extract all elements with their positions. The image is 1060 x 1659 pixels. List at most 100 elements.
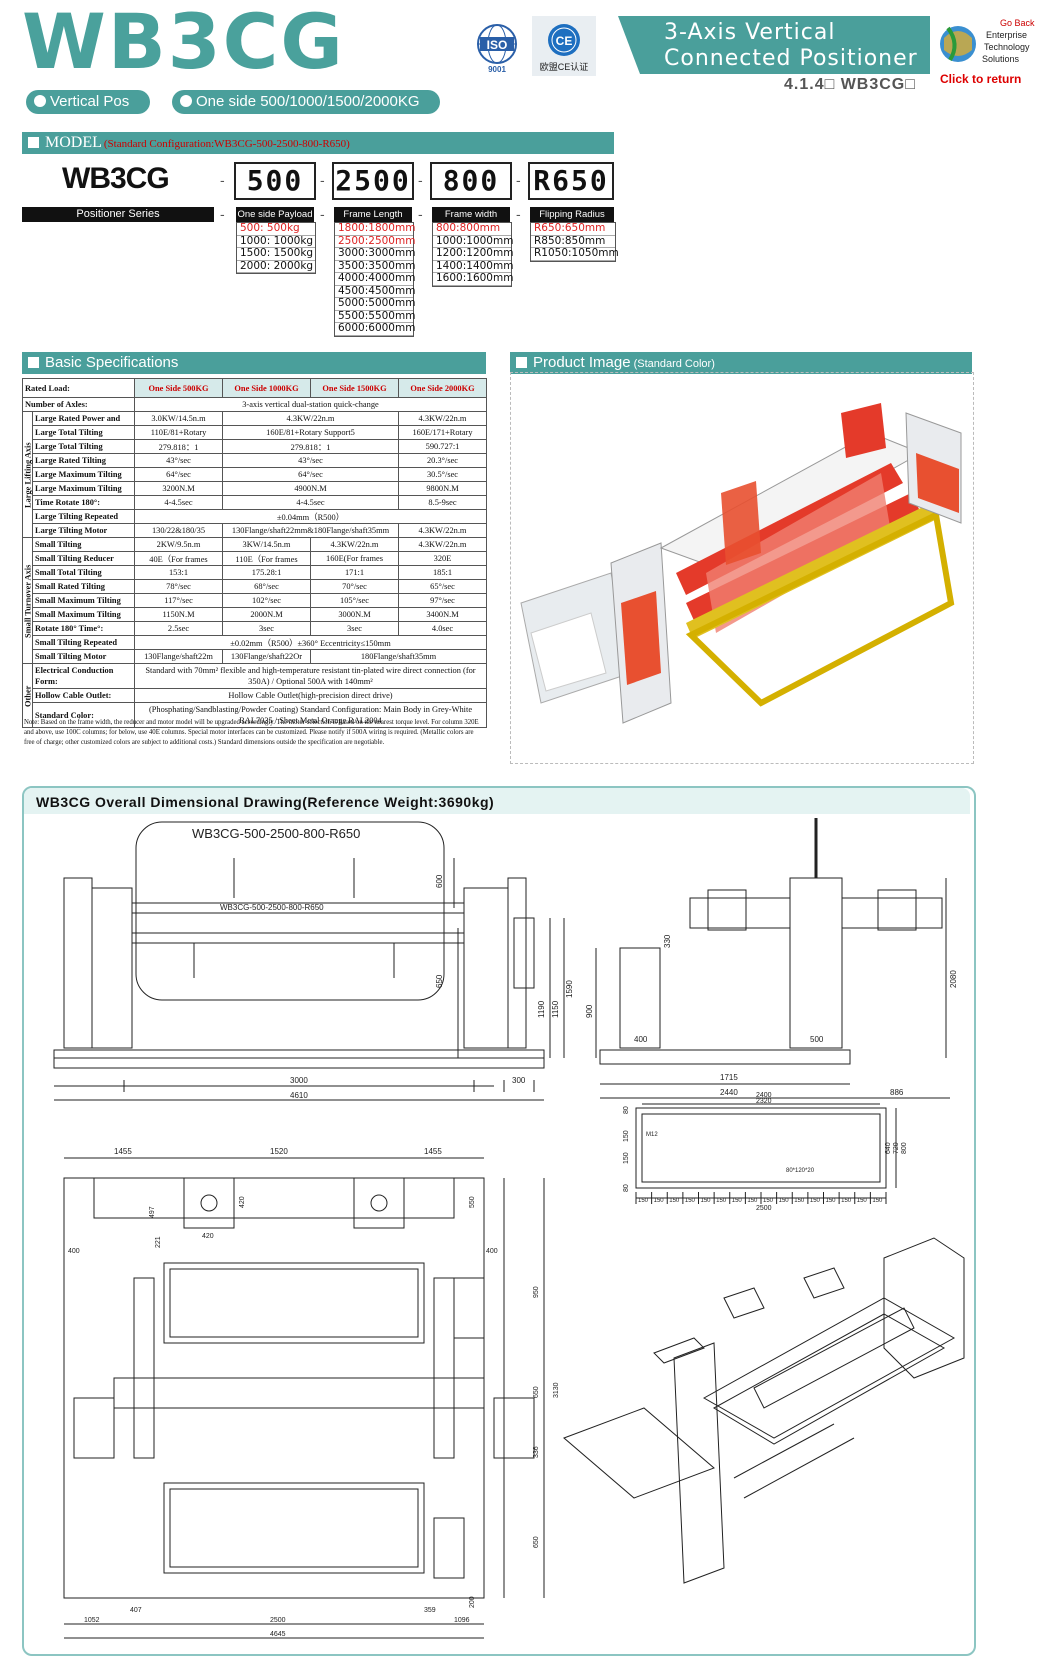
pitch-label: 150 xyxy=(654,1198,665,1204)
option-item: 3500:3500mm xyxy=(335,260,415,273)
side-view-drawing: 330 900 400 500 2080 1715 2440 886 xyxy=(585,818,958,1099)
return-link[interactable]: Click to return xyxy=(940,72,1022,86)
dim-label: 950 xyxy=(533,1286,540,1298)
dim-label: 420 xyxy=(239,1196,246,1208)
option-item: 1000: 1000kg xyxy=(237,235,315,248)
dim-label: 400 xyxy=(68,1248,80,1255)
iso-badge: ISO 9001 xyxy=(468,22,526,74)
dim-label: 1052 xyxy=(84,1617,100,1624)
ce-label: 欧盟CE认证 xyxy=(540,61,589,72)
table-cell: 3.0KW/14.5n.m xyxy=(134,411,223,426)
table-cell: 4.3KW/22n.m xyxy=(310,537,399,552)
product-image-label: Product Image xyxy=(533,354,631,371)
option-item: R850:850mm xyxy=(531,235,615,248)
pitch-label: 150 xyxy=(826,1198,837,1204)
product-title-band: 3-Axis Vertical Connected Positioner xyxy=(618,16,930,74)
drawing-title: WB3CG Overall Dimensional Drawing(Refere… xyxy=(36,794,495,810)
table-cell: 185:1 xyxy=(398,565,487,580)
dim-label: 650 xyxy=(435,974,444,988)
table-row: Large Tilting Repeated±0.04mm（R500） xyxy=(23,509,487,524)
spec-note: Note: Based on the frame width, the redu… xyxy=(24,719,479,746)
front-view-drawing: WB3CG-500-2500-800-R650 WB3CG-500-2500-8… xyxy=(53,821,574,1101)
pitch-label: 150 xyxy=(810,1198,821,1204)
bullet-icon xyxy=(34,95,46,107)
table-cell: Standard Color: xyxy=(32,702,135,728)
table-row: Other Electrical Conduction Form: Standa… xyxy=(22,663,487,728)
dim-label: 420 xyxy=(202,1233,214,1240)
table-row: Hollow Cable Outlet: Hollow Cable Outlet… xyxy=(23,688,487,703)
table-cell: 320E xyxy=(398,551,487,566)
pitch-label: 150 xyxy=(872,1198,883,1204)
table-cell: Large Total Tilting xyxy=(32,425,135,440)
table-cell: 1150N.M xyxy=(134,607,223,622)
dim-label: 497 xyxy=(149,1206,156,1218)
table-cell: One Side 2000KG xyxy=(398,378,487,398)
code-frame-width: 800 xyxy=(430,162,512,200)
table-cell: ±0.04mm（R500） xyxy=(134,509,487,524)
table-cell: Electrical Conduction Form: xyxy=(32,663,135,689)
brand-title: WB3CG xyxy=(22,0,345,86)
separator: - xyxy=(220,206,225,222)
dim-label: 400 xyxy=(634,1035,648,1044)
iso-number: 9001 xyxy=(488,65,506,74)
table-cell: Number of Axles: xyxy=(22,397,135,412)
table-cell: Large Rated Tilting xyxy=(32,453,135,468)
pitch-label: 150 xyxy=(732,1198,743,1204)
code-payload: 500 xyxy=(234,162,316,200)
separator: - xyxy=(418,172,423,188)
bullet-icon xyxy=(180,95,192,107)
pitch-label: 150 xyxy=(685,1198,696,1204)
options-frame-width: 800:800mm 1000:1000mm 1200:1200mm 1400:1… xyxy=(432,222,513,287)
pill-label: Vertical Pos xyxy=(50,93,130,110)
table-cell: 130Flange/shaft22m xyxy=(134,649,223,664)
pitch-label: 150 xyxy=(841,1198,852,1204)
logo-line-3: Technology xyxy=(984,42,1030,52)
table-cell: 279.818：1 xyxy=(134,439,223,454)
table-cell: Large Maximum Tilting xyxy=(32,481,135,496)
table-cell: Rotate 180° Time°: xyxy=(32,621,135,636)
option-item: 500: 500kg xyxy=(237,222,315,236)
dim-label: 221 xyxy=(155,1236,162,1248)
logo-line-2: Enterprise xyxy=(986,30,1027,40)
table-cell: 78°/sec xyxy=(134,579,223,594)
table-cell: Rated Load: xyxy=(22,378,135,398)
group-label: Large Lifting Axis xyxy=(22,411,33,538)
options-payload: 500: 500kg 1000: 1000kg 1500: 1500kg 200… xyxy=(236,222,316,274)
model-label-small: WB3CG-500-2500-800-R650 xyxy=(220,903,324,912)
caption-frame-length: Frame Length xyxy=(334,207,412,222)
catalog-number: 4.1.4□ WB3CG□ xyxy=(784,76,916,93)
table-cell: Small Tilting Motor xyxy=(32,649,135,664)
table-cell: 175.28:1 xyxy=(222,565,311,580)
table-cell: 3sec xyxy=(222,621,311,636)
dim-label: 4645 xyxy=(270,1631,286,1638)
table-cell: Hollow Cable Outlet(high-precision direc… xyxy=(134,688,487,703)
product-image-header: Product Image(Standard Color) xyxy=(510,352,972,374)
pitch-label: 150 xyxy=(747,1198,758,1204)
table-cell: 180Flange/shaft35mm xyxy=(310,649,487,664)
table-cell: One Side 500KG xyxy=(134,378,223,398)
isometric-drawing xyxy=(563,1237,965,1584)
model-note: (Standard Configuration:WB3CG-500-2500-8… xyxy=(103,138,350,150)
table-cell: 65°/sec xyxy=(398,579,487,594)
dim-label: 900 xyxy=(585,1004,594,1018)
company-logo[interactable]: Go Back Enterprise Technology Solutions xyxy=(938,14,1058,84)
logo-line-1: Go Back xyxy=(1000,18,1035,28)
table-cell: Small Maximum Tilting xyxy=(32,607,135,622)
pitch-label: 150 xyxy=(857,1198,868,1204)
product-image-note: (Standard Color) xyxy=(633,358,715,370)
table-cell: 4.3KW/22n.m xyxy=(398,523,487,538)
table-cell: 4.0sec xyxy=(398,621,487,636)
table-cell: 4-4.5sec xyxy=(134,495,223,510)
table-cell: 4900N.M xyxy=(222,481,399,496)
table-cell: 110E（For frames xyxy=(222,551,311,566)
table-cell: Time Rotate 180°: xyxy=(32,495,135,510)
table-cell: 160E/171+Rotary xyxy=(398,425,487,440)
table-cell: Hollow Cable Outlet: xyxy=(32,688,135,703)
dim-label: 1590 xyxy=(565,980,574,998)
